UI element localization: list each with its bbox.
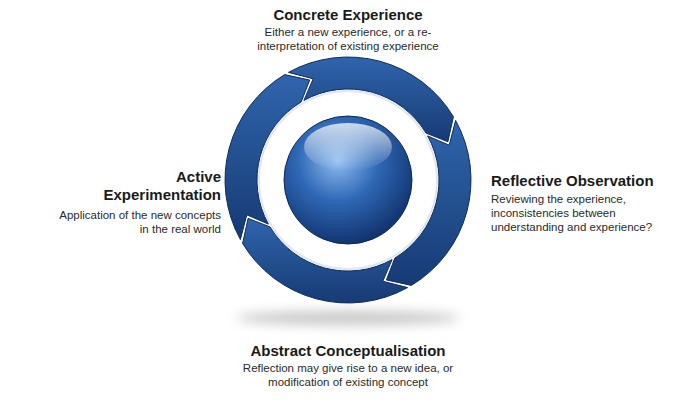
stage-description: Reflection may give rise to a new idea, … <box>238 361 458 389</box>
center-sphere <box>284 116 412 244</box>
sphere-gloss <box>304 123 392 171</box>
stage-description: Either a new experience, or a re-interpr… <box>218 25 478 53</box>
ring-shadow <box>236 311 460 325</box>
stage-description: Application of the new concepts in the r… <box>51 208 221 236</box>
stage-heading: Abstract Conceptualisation <box>173 342 523 360</box>
stage-description: Reviewing the experience, inconsistencie… <box>491 192 676 234</box>
stage-heading: Active Experimentation <box>91 168 221 204</box>
ring-inner-rim <box>259 91 437 269</box>
stage-heading: Reflective Observation <box>491 172 696 190</box>
stage-heading: Concrete Experience <box>173 6 523 24</box>
